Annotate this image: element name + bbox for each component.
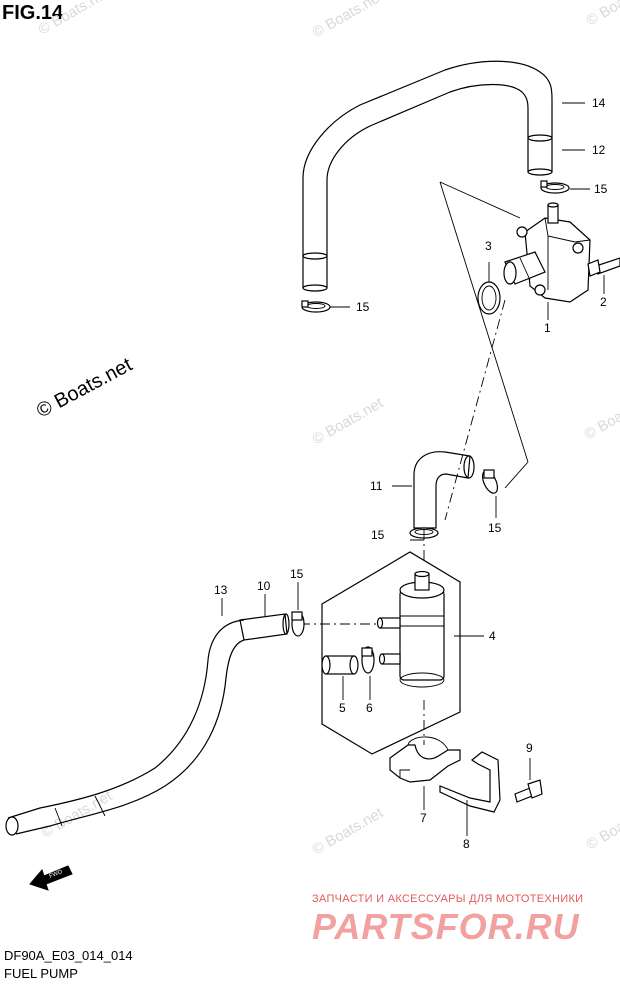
fwd-arrow-icon: FWD (29, 865, 73, 891)
callout-15: 15 (488, 521, 502, 535)
elbow-hose-11 (413, 451, 475, 529)
callout-11: 11 (370, 479, 383, 493)
clip-15-left (301, 300, 331, 313)
filter-frame (321, 551, 461, 755)
clip-15-left-mid (291, 611, 305, 637)
clip-6 (361, 646, 375, 674)
watermark-faint: © Boats.net (582, 389, 620, 443)
figure-title: FIG.14 (2, 2, 64, 24)
watermark-faint: © Boats.net (584, 0, 620, 29)
watermark-faint: © Boats.net (584, 799, 620, 853)
callout-1: 1 (544, 321, 551, 335)
callout-13: 13 (214, 583, 228, 597)
holder-7 (389, 736, 461, 783)
leader-lines (300, 181, 529, 745)
watermark-faint: © Boats.net (36, 0, 113, 38)
callout-14: 14 (592, 96, 606, 110)
hose-14 (302, 60, 553, 256)
fwd-label: FWD (49, 869, 65, 880)
callout-3: 3 (485, 239, 492, 253)
callout-leaders (221, 102, 605, 836)
cylinder-5 (321, 655, 359, 675)
callout-4: 4 (489, 629, 496, 643)
callout-15: 15 (356, 300, 370, 314)
hose-14-left-end (302, 252, 328, 292)
callout-15: 15 (594, 182, 608, 196)
site-tagline: ЗАПЧАСТИ И АКСЕССУАРЫ ДЛЯ МОТОТЕХНИКИ (312, 893, 584, 905)
o-ring-3 (477, 281, 501, 315)
callout-8: 8 (463, 837, 470, 851)
callout-7: 7 (420, 811, 427, 825)
watermark-faint: © Boats.net (310, 804, 387, 858)
bolt-9 (514, 779, 543, 803)
callout-labels: 14 12 15 15 3 2 1 11 15 15 4 13 10 15 5 … (214, 96, 608, 851)
callout-15: 15 (290, 567, 304, 581)
hose-10 (239, 613, 290, 641)
site-logo: PARTSFOR.RU (312, 906, 580, 947)
callout-6: 6 (366, 701, 373, 715)
hose-12 (527, 134, 553, 176)
callout-9: 9 (526, 741, 533, 755)
fuel-pump-1 (503, 202, 591, 303)
bracket-8 (439, 751, 501, 813)
callout-15: 15 (371, 528, 385, 542)
callout-5: 5 (339, 701, 346, 715)
watermark-faint: © Boats.net (310, 0, 387, 41)
figure-name: FUEL PUMP (4, 966, 78, 981)
clip-15-right-mid (481, 469, 499, 494)
hose-13 (5, 619, 245, 836)
callout-2: 2 (600, 295, 607, 309)
callout-12: 12 (592, 143, 606, 157)
watermark-faint: © Boats.net (310, 394, 387, 448)
figure-code: DF90A_E03_014_014 (4, 948, 133, 963)
fuel-filter-4 (376, 570, 445, 688)
clip-15-top (540, 180, 570, 194)
bolt-2 (587, 257, 620, 277)
callout-10: 10 (257, 579, 271, 593)
